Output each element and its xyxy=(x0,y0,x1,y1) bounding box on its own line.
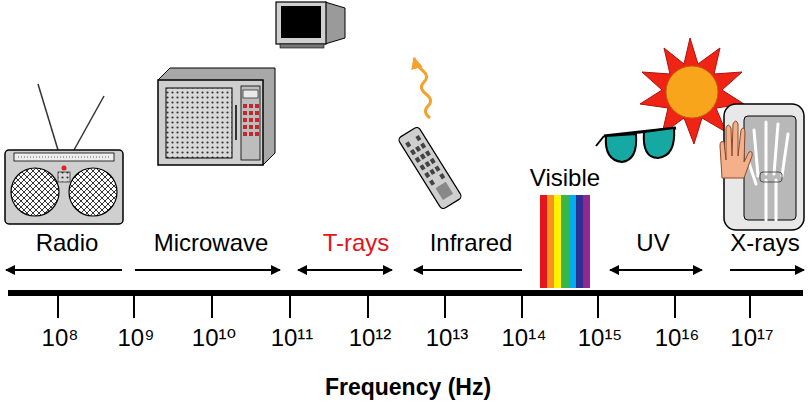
band-label: Infrared xyxy=(430,230,513,256)
television-icon xyxy=(276,2,345,48)
color-stripe xyxy=(583,195,590,288)
band-label: UV xyxy=(636,230,669,256)
visible-band: Visible xyxy=(530,165,600,288)
tick-label: 10¹³ xyxy=(426,325,469,351)
signal-wave xyxy=(414,58,431,118)
tick-label: 10¹¹ xyxy=(271,325,314,351)
color-stripe xyxy=(540,195,547,288)
color-stripe xyxy=(547,195,554,288)
color-stripe xyxy=(561,195,568,288)
band-label: Microwave xyxy=(154,230,269,256)
band-label: T-rays xyxy=(323,230,390,256)
tick-label: 10¹⁴ xyxy=(502,325,547,351)
tick-label: 10¹⁰ xyxy=(192,325,236,351)
tick-label: 10⁸ xyxy=(42,325,79,351)
tick-label: 10¹⁵ xyxy=(578,325,623,351)
radio-icon xyxy=(5,84,123,224)
frequency-axis xyxy=(8,293,803,318)
tick-label: 10¹⁶ xyxy=(655,325,700,351)
band-label: Visible xyxy=(530,165,600,191)
microwave-icon xyxy=(158,68,275,165)
color-stripe xyxy=(569,195,576,288)
sunglasses-icon xyxy=(596,128,676,162)
band-label: X-rays xyxy=(730,230,799,256)
range-arrows xyxy=(6,269,804,271)
band-label: Radio xyxy=(36,230,99,256)
tick-label: 10¹² xyxy=(349,325,392,351)
xray-icon xyxy=(720,104,804,230)
tick-label: 10¹⁷ xyxy=(730,325,773,351)
tick-label: 10⁹ xyxy=(118,325,155,351)
color-stripe xyxy=(554,195,561,288)
remote-icon xyxy=(398,126,463,210)
rainbow-band xyxy=(540,195,590,288)
color-stripe xyxy=(576,195,583,288)
axis-title: Frequency (Hz) xyxy=(325,375,491,400)
